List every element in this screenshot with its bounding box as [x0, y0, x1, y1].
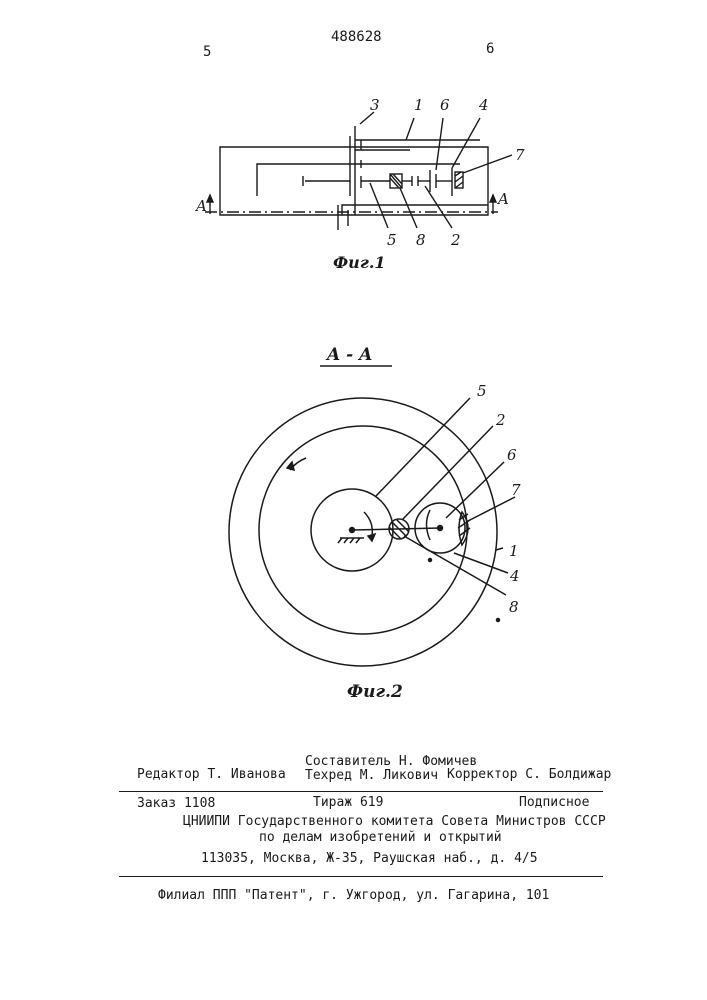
fig2-label-8: 8 — [509, 598, 519, 616]
section-title: A - A — [325, 345, 372, 365]
housing-circle-1 — [229, 398, 497, 666]
fig2-label-5: 5 — [477, 382, 487, 400]
figure-2-drawing: A - A 5 2 6 7 1 4 8 Фиг.2 — [0, 330, 707, 710]
fig2-label-1: 1 — [509, 542, 519, 560]
fig1-label-6: 6 — [440, 96, 450, 114]
corrector-line: Корректор С. Болдижар — [447, 767, 611, 782]
fig2-label-2: 2 — [495, 411, 506, 429]
rule-top — [119, 791, 603, 792]
section-mark-left: A — [194, 197, 207, 215]
signed-status: Подписное — [519, 795, 589, 810]
fig2-label-7: 7 — [511, 481, 521, 499]
branch-line: Филиал ППП "Патент", г. Ужгород, ул. Гаг… — [158, 888, 549, 903]
print-run: Тираж 619 — [313, 795, 383, 810]
fig2-label-4: 4 — [509, 567, 520, 585]
fig1-label-8: 8 — [416, 231, 426, 249]
fig1-label-1: 1 — [414, 96, 424, 114]
section-mark-right: A — [496, 190, 509, 208]
fig1-label-3: 3 — [370, 96, 380, 114]
order-number: Заказ 1108 — [137, 796, 215, 811]
rule-bottom — [119, 876, 603, 877]
fig2-label-6: 6 — [507, 446, 517, 464]
techred-line: Техред М. Ликович — [305, 768, 438, 783]
figure-1-drawing: 3 1 6 4 7 5 8 2 A A Фиг.1 — [0, 0, 707, 300]
editor-line: Редактор Т. Иванова — [137, 767, 286, 782]
organization-address: 113035, Москва, Ж-35, Раушская наб., д. … — [201, 851, 538, 866]
fig1-label-4: 4 — [478, 96, 489, 114]
figure-2-caption: Фиг.2 — [347, 682, 403, 702]
figure-1-caption: Фиг.1 — [333, 253, 386, 272]
fig1-label-7: 7 — [515, 146, 525, 164]
organization-line-2: по делам изобретений и открытий — [259, 830, 502, 845]
fig1-label-5: 5 — [387, 231, 397, 249]
fig1-label-2: 2 — [450, 231, 461, 249]
organization-line-1: ЦНИИПИ Государственного комитета Совета … — [183, 814, 606, 829]
